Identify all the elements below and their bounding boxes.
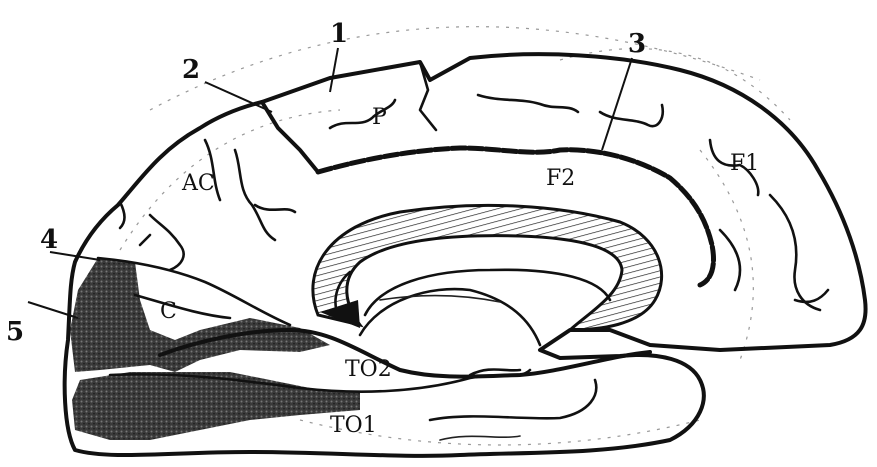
pointer-4-label: 4 (40, 225, 58, 255)
area-label-c: C (160, 299, 177, 324)
area-label-p: P (372, 105, 387, 130)
marginal-sulcus (420, 62, 436, 130)
fornix-arc (365, 270, 610, 315)
corpus-callosum (313, 205, 662, 330)
leader-3 (602, 58, 632, 150)
area-label-f2: F2 (546, 166, 575, 191)
area-label-to1: TO1 (330, 413, 377, 438)
leader-1 (330, 48, 338, 92)
area-label-to2: TO2 (345, 357, 392, 382)
calcarine-sulcus (135, 295, 230, 318)
thalamus-arc (360, 289, 540, 345)
temporal-inner-boundary (160, 330, 650, 377)
area-label-ac: AC (181, 171, 215, 196)
pointer-5-label: 5 (6, 317, 24, 347)
pointer-3-label: 3 (628, 29, 646, 59)
pointer-1-label: 1 (330, 19, 348, 49)
paracentral-boundary (262, 102, 318, 172)
area-label-f1: F1 (730, 151, 759, 176)
pointer-2-label: 2 (182, 55, 200, 85)
